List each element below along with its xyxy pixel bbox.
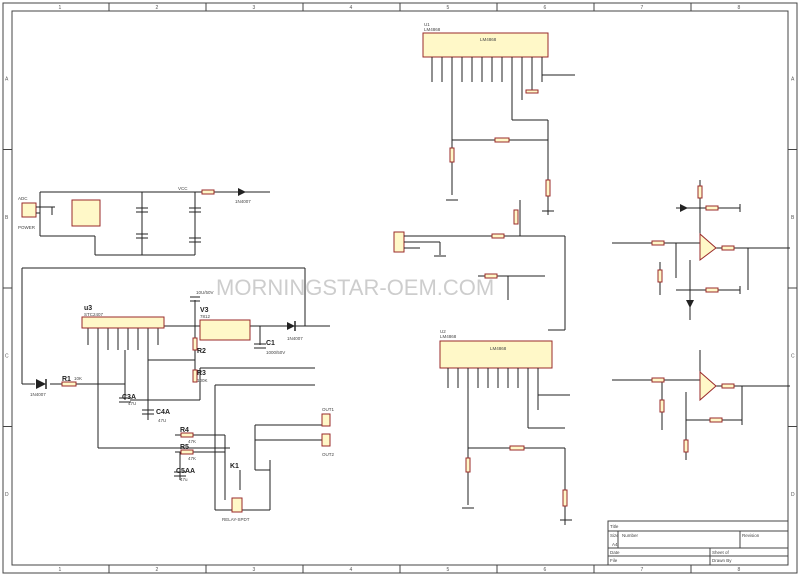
r5-label: R5 — [180, 444, 189, 451]
vcc-label: VCC — [178, 186, 188, 191]
power-input-block: ADC POWER 1N4007 VCC — [18, 186, 270, 256]
u3-ref: u3 — [84, 305, 92, 312]
r3-label: R3 — [197, 370, 206, 377]
zone-row-label: D — [791, 492, 795, 498]
zone-row-label: C — [5, 353, 9, 359]
relay-coil — [231, 497, 243, 513]
r1-value: 10K — [74, 376, 82, 381]
u2-body — [439, 340, 553, 369]
c2-label: 10U/50V — [196, 290, 214, 295]
c3a-value: 47U — [128, 401, 136, 406]
zone-column-label: 7 — [641, 567, 644, 573]
r4-value: 47K — [188, 439, 196, 444]
opamp-block-lower — [612, 350, 790, 460]
c5aa-value: 47u — [180, 477, 188, 482]
u1-body — [422, 32, 549, 58]
ic-u1: U1 LM4868 LM4868 — [422, 22, 575, 215]
power-label: POWER — [18, 225, 36, 230]
d1-label: 1N4007 — [30, 392, 46, 397]
c1-label: C1 — [266, 340, 275, 347]
zone-column-label: 3 — [253, 567, 256, 573]
u1-part: LM4868 — [424, 27, 441, 32]
relay-label: RELAY-SPDT — [222, 517, 250, 522]
sheet-of-label: Sheet of — [712, 550, 730, 555]
zone-row-label: A — [791, 76, 795, 82]
u1-body-label: LM4868 — [480, 37, 497, 42]
title-label: Title — [610, 524, 619, 529]
zone-row-label: C — [791, 353, 795, 359]
u3-body — [81, 316, 165, 329]
zone-column-label: 6 — [544, 567, 547, 573]
u3-part: STC2407 — [84, 312, 104, 317]
u2-ref: U2 — [440, 329, 446, 334]
zone-column-label: 1 — [59, 5, 62, 11]
zone-column-label: 4 — [350, 567, 353, 573]
size-label: Size — [610, 533, 619, 538]
u2-body-label: LM4868 — [490, 346, 507, 351]
zone-column-label: 1 — [59, 567, 62, 573]
zone-column-label: 5 — [447, 5, 450, 11]
k1-label: K1 — [230, 463, 239, 470]
title-block: Title Size A4 Number Revision Date File … — [607, 520, 789, 566]
zone-column-label: 7 — [641, 5, 644, 11]
c5aa-label: C5AA — [176, 468, 195, 475]
size-value: A4 — [612, 542, 618, 547]
r4-label: R4 — [180, 427, 189, 434]
u2-part: LM4868 — [440, 334, 457, 339]
zone-column-label: 2 — [156, 5, 159, 11]
ic-u2: U2 LM4868 LM4868 — [439, 329, 572, 525]
zone-row-label: A — [5, 76, 9, 82]
v3-body — [199, 319, 251, 341]
center-connector-net — [393, 200, 566, 331]
adc-label: ADC — [18, 196, 28, 201]
zone-column-label: 6 — [544, 5, 547, 11]
zone-row-label: B — [791, 215, 795, 221]
r1-label: R1 — [62, 376, 71, 383]
c3a-label: C3A — [122, 394, 136, 401]
zone-column-label: 3 — [253, 5, 256, 11]
opamp-block-upper — [612, 180, 790, 320]
v3-ref: V3 — [200, 307, 209, 314]
file-label: File — [610, 558, 618, 563]
r3-value: 100K — [197, 378, 208, 383]
u1-ref: U1 — [424, 22, 430, 27]
zone-row-label: D — [5, 492, 9, 498]
lower-left-power-block: R1 10K 1N4007 u3 STC2407 V3 7812 1N4007 … — [21, 267, 334, 522]
watermark-text: MORNINGSTAR-OEM.COM — [216, 275, 494, 300]
out1-connector — [321, 413, 331, 427]
c4a-label: C4A — [156, 409, 170, 416]
revision-label: Revision — [742, 533, 760, 538]
out2-label: OUT2 — [322, 452, 334, 457]
zone-column-label: 2 — [156, 567, 159, 573]
zone-column-label: 8 — [738, 5, 741, 11]
out2-connector — [321, 433, 331, 447]
c1-value: 1000/50V — [266, 350, 285, 355]
out1-label: OUT1 — [322, 407, 334, 412]
r2-label: R2 — [197, 348, 206, 355]
v3-part: 7812 — [200, 314, 211, 319]
power-connector — [21, 202, 37, 218]
bridge-rectifier — [71, 199, 101, 227]
r5-value: 47K — [188, 456, 196, 461]
date-label: Date — [610, 550, 620, 555]
number-label: Number — [622, 533, 639, 538]
zone-row-label: B — [5, 215, 9, 221]
led-label: 1N4007 — [235, 199, 251, 204]
zone-column-label: 8 — [738, 567, 741, 573]
drawn-by-label: Drawn By — [712, 558, 732, 563]
c4a-value: 47U — [158, 418, 166, 423]
zone-column-label: 5 — [447, 567, 450, 573]
d-right-label: 1N4007 — [287, 336, 303, 341]
zone-column-label: 4 — [350, 5, 353, 11]
